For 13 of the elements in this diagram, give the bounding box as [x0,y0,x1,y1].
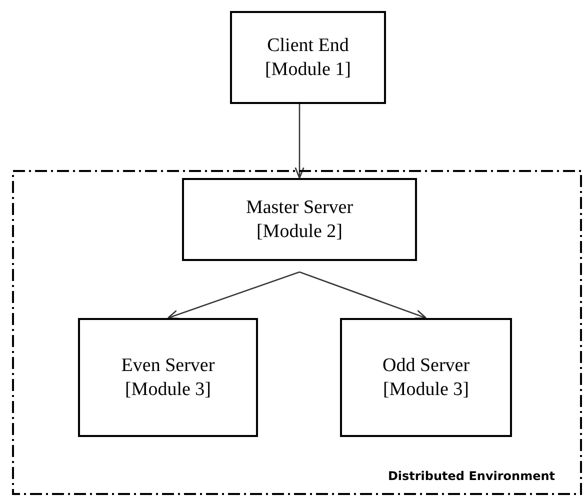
arrow [294,104,304,179]
arrow [299,271,427,320]
node-label: Master Server [Module 2] [244,196,354,244]
node-label: Even Server [Module 3] [120,354,216,402]
server-box [182,178,417,261]
environment-boundary [12,170,582,495]
server-box [230,11,386,104]
server-box [78,318,258,437]
node-label: Client End [Module 1] [264,34,352,82]
node-label: Odd Server [Module 3] [381,354,471,402]
server-box [340,318,512,437]
arrow [167,271,300,320]
boundary-label: Distributed Environment [388,469,555,483]
